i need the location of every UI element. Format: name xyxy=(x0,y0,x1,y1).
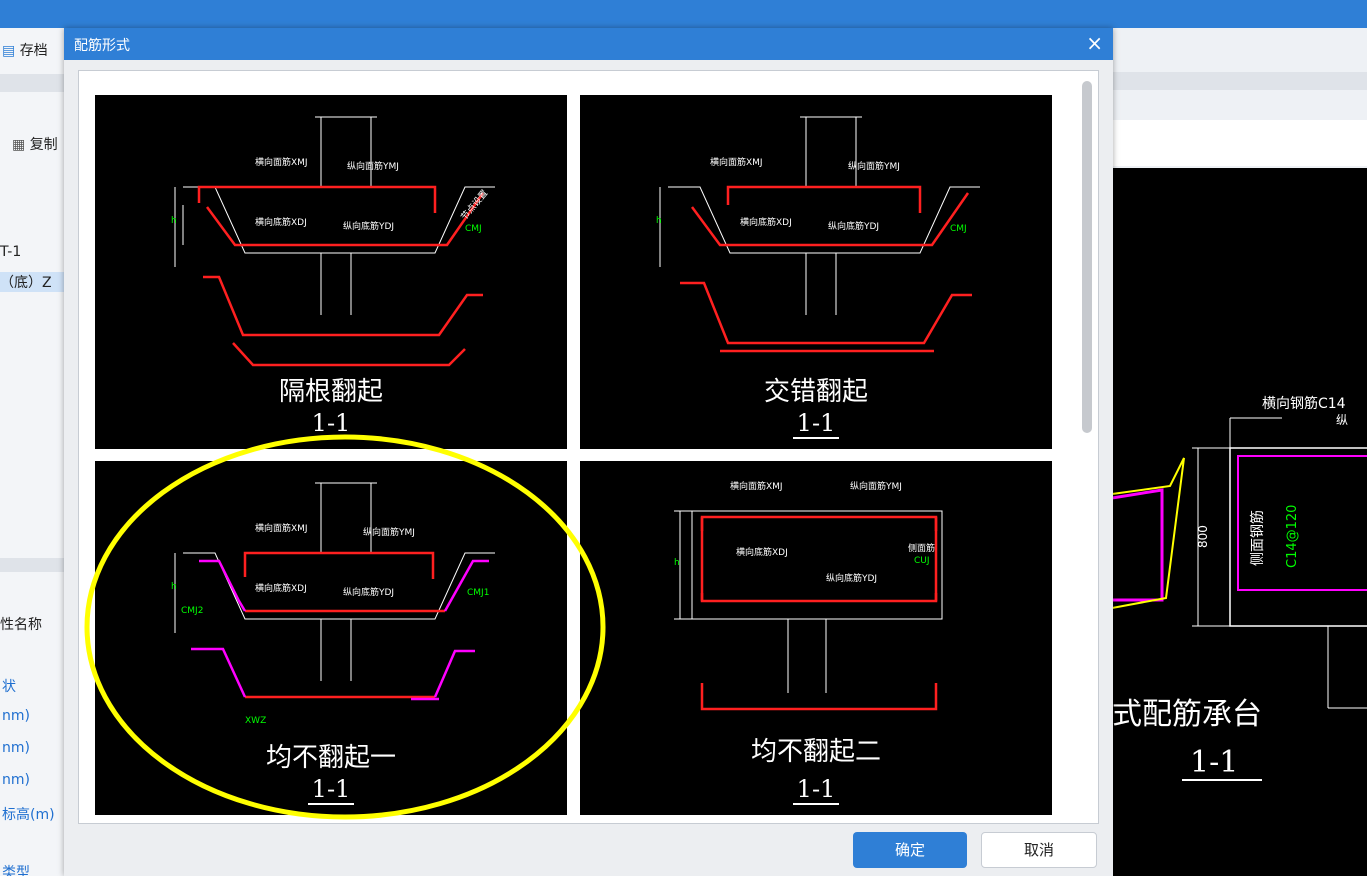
option-card-2[interactable]: 横向面筋XMJ 纵向面筋YMJ 横向底筋XDJ 纵向底筋YDJ CMJ h 交错… xyxy=(580,95,1052,449)
rebar-drawing-2: 横向面筋XMJ 纵向面筋YMJ 横向底筋XDJ 纵向底筋YDJ CMJ h xyxy=(656,116,980,353)
label-h: h xyxy=(656,216,662,226)
rebar-label: 纵 xyxy=(1336,413,1348,427)
confirm-button[interactable]: 确定 xyxy=(853,832,967,868)
prop-row[interactable]: 标高(m) xyxy=(2,807,55,823)
gallery-scrollbar[interactable] xyxy=(1080,75,1094,819)
props-header: 性名称 xyxy=(0,617,42,633)
prop-row[interactable]: 状 xyxy=(2,679,16,695)
option-name: 均不翻起一 xyxy=(265,743,396,773)
option-section: 1-1 xyxy=(307,775,355,805)
prop-row[interactable]: 类型 xyxy=(2,865,30,876)
dialog-header[interactable]: 配筋形式 × xyxy=(64,28,1113,60)
drawing-section: 1-1 xyxy=(1190,745,1238,780)
option-section: 1-1 xyxy=(307,409,355,439)
option-card-1[interactable]: 横向面筋XMJ 纵向面筋YMJ 横向底筋XDJ 纵向底筋YDJ CMJ 节点设置… xyxy=(95,95,567,449)
label-cmj: CMJ xyxy=(465,224,482,234)
label-h: h xyxy=(171,216,177,226)
rebar-drawing-1: 横向面筋XMJ 纵向面筋YMJ 横向底筋XDJ 纵向底筋YDJ CMJ 节点设置… xyxy=(171,116,495,367)
label-ymj: 纵向面筋YMJ xyxy=(363,526,415,538)
prop-row[interactable]: nm) xyxy=(2,772,30,788)
close-icon[interactable]: × xyxy=(1086,31,1103,55)
tree-item[interactable]: T-1 xyxy=(0,244,22,260)
label-xmj: 横向面筋XMJ xyxy=(255,156,308,168)
prop-row[interactable]: nm) xyxy=(2,708,30,724)
label-h: h xyxy=(674,558,680,568)
save-toolbar-button[interactable]: ▤ 存档 xyxy=(2,43,48,59)
label-xdj: 横向底筋XDJ xyxy=(255,582,307,594)
label-cmj: CMJ xyxy=(950,224,967,234)
label-ymj: 纵向面筋YMJ xyxy=(850,480,902,492)
drawing-canvas[interactable]: 800 横向钢筋C14 纵 侧面钢筋 C14@120 式配筋承台 1-1 xyxy=(1112,168,1367,876)
label-ydj: 纵向底筋YDJ xyxy=(343,220,394,232)
label-xdj: 横向底筋XDJ xyxy=(255,216,307,228)
option-card-3[interactable]: 横向面筋XMJ 纵向面筋YMJ 横向底筋XDJ 纵向底筋YDJ CMJ1 CMJ… xyxy=(95,461,567,815)
label-ymj: 纵向面筋YMJ xyxy=(347,160,399,172)
label-anchor: 节点设置 xyxy=(459,188,491,223)
dialog-title: 配筋形式 xyxy=(74,38,130,54)
side-rebar-spec: C14@120 xyxy=(1285,505,1300,568)
rebar-label: 横向钢筋C14 xyxy=(1262,395,1346,412)
copy-icon: ▦ xyxy=(12,137,26,153)
dim-label: 800 xyxy=(1196,525,1210,548)
label-ydj: 纵向底筋YDJ xyxy=(343,586,394,598)
label-ydj: 纵向底筋YDJ xyxy=(828,220,879,232)
label-ydj: 纵向底筋YDJ xyxy=(826,572,877,584)
option-section: 1-1 xyxy=(792,775,840,805)
app-titlebar xyxy=(0,0,1367,28)
toolbar-separator xyxy=(0,74,66,92)
side-rebar-label: 侧面钢筋 xyxy=(1249,510,1266,566)
label-xwz: XWZ xyxy=(245,716,266,726)
rebar-drawing-4: 横向面筋XMJ 纵向面筋YMJ 横向底筋XDJ 纵向底筋YDJ 侧面筋 CUJ … xyxy=(674,480,943,711)
label-cmj1: CMJ1 xyxy=(467,588,489,598)
drawing-title: 式配筋承台 xyxy=(1112,697,1262,732)
cancel-button[interactable]: 取消 xyxy=(981,832,1097,868)
options-gallery: 横向面筋XMJ 纵向面筋YMJ 横向底筋XDJ 纵向底筋YDJ CMJ 节点设置… xyxy=(78,70,1099,824)
option-section: 1-1 xyxy=(792,409,840,439)
option-name: 均不翻起二 xyxy=(750,737,881,767)
label-side: 侧面筋 xyxy=(908,542,935,554)
label-xmj: 横向面筋XMJ xyxy=(710,156,763,168)
foundation-cap-drawing: 800 横向钢筋C14 纵 侧面钢筋 C14@120 式配筋承台 1-1 xyxy=(1112,395,1367,781)
label-xmj: 横向面筋XMJ xyxy=(255,522,308,534)
toolbar-separator xyxy=(1112,72,1367,90)
label-xmj: 横向面筋XMJ xyxy=(730,480,783,492)
tree-item-selected[interactable]: （底）Z xyxy=(0,272,66,292)
label-cuj: CUJ xyxy=(914,556,930,566)
label-h: h xyxy=(171,582,177,592)
option-name: 隔根翻起 xyxy=(278,377,383,407)
rebar-form-dialog: 配筋形式 × 横向面筋XMJ xyxy=(64,28,1113,876)
copy-button[interactable]: ▦ 复制 xyxy=(12,137,58,153)
prop-row[interactable]: nm) xyxy=(2,740,30,756)
panel-splitter[interactable] xyxy=(0,558,66,572)
background-tabs-area xyxy=(1112,120,1367,166)
scrollbar-thumb[interactable] xyxy=(1082,81,1092,433)
label-xdj: 横向底筋XDJ xyxy=(740,216,792,228)
save-icon: ▤ xyxy=(2,43,16,59)
option-name: 交错翻起 xyxy=(763,377,868,407)
label-cmj2: CMJ2 xyxy=(181,606,203,616)
label-ymj: 纵向面筋YMJ xyxy=(848,160,900,172)
background-right-panel: 800 横向钢筋C14 纵 侧面钢筋 C14@120 式配筋承台 1-1 xyxy=(1112,28,1367,876)
option-card-4[interactable]: 横向面筋XMJ 纵向面筋YMJ 横向底筋XDJ 纵向底筋YDJ 侧面筋 CUJ … xyxy=(580,461,1052,815)
background-left-panel: ▤ 存档 ▦ 复制 T-1 （底）Z 性名称 状 nm) nm) nm) 标高(… xyxy=(0,28,67,876)
label-xdj: 横向底筋XDJ xyxy=(736,546,788,558)
